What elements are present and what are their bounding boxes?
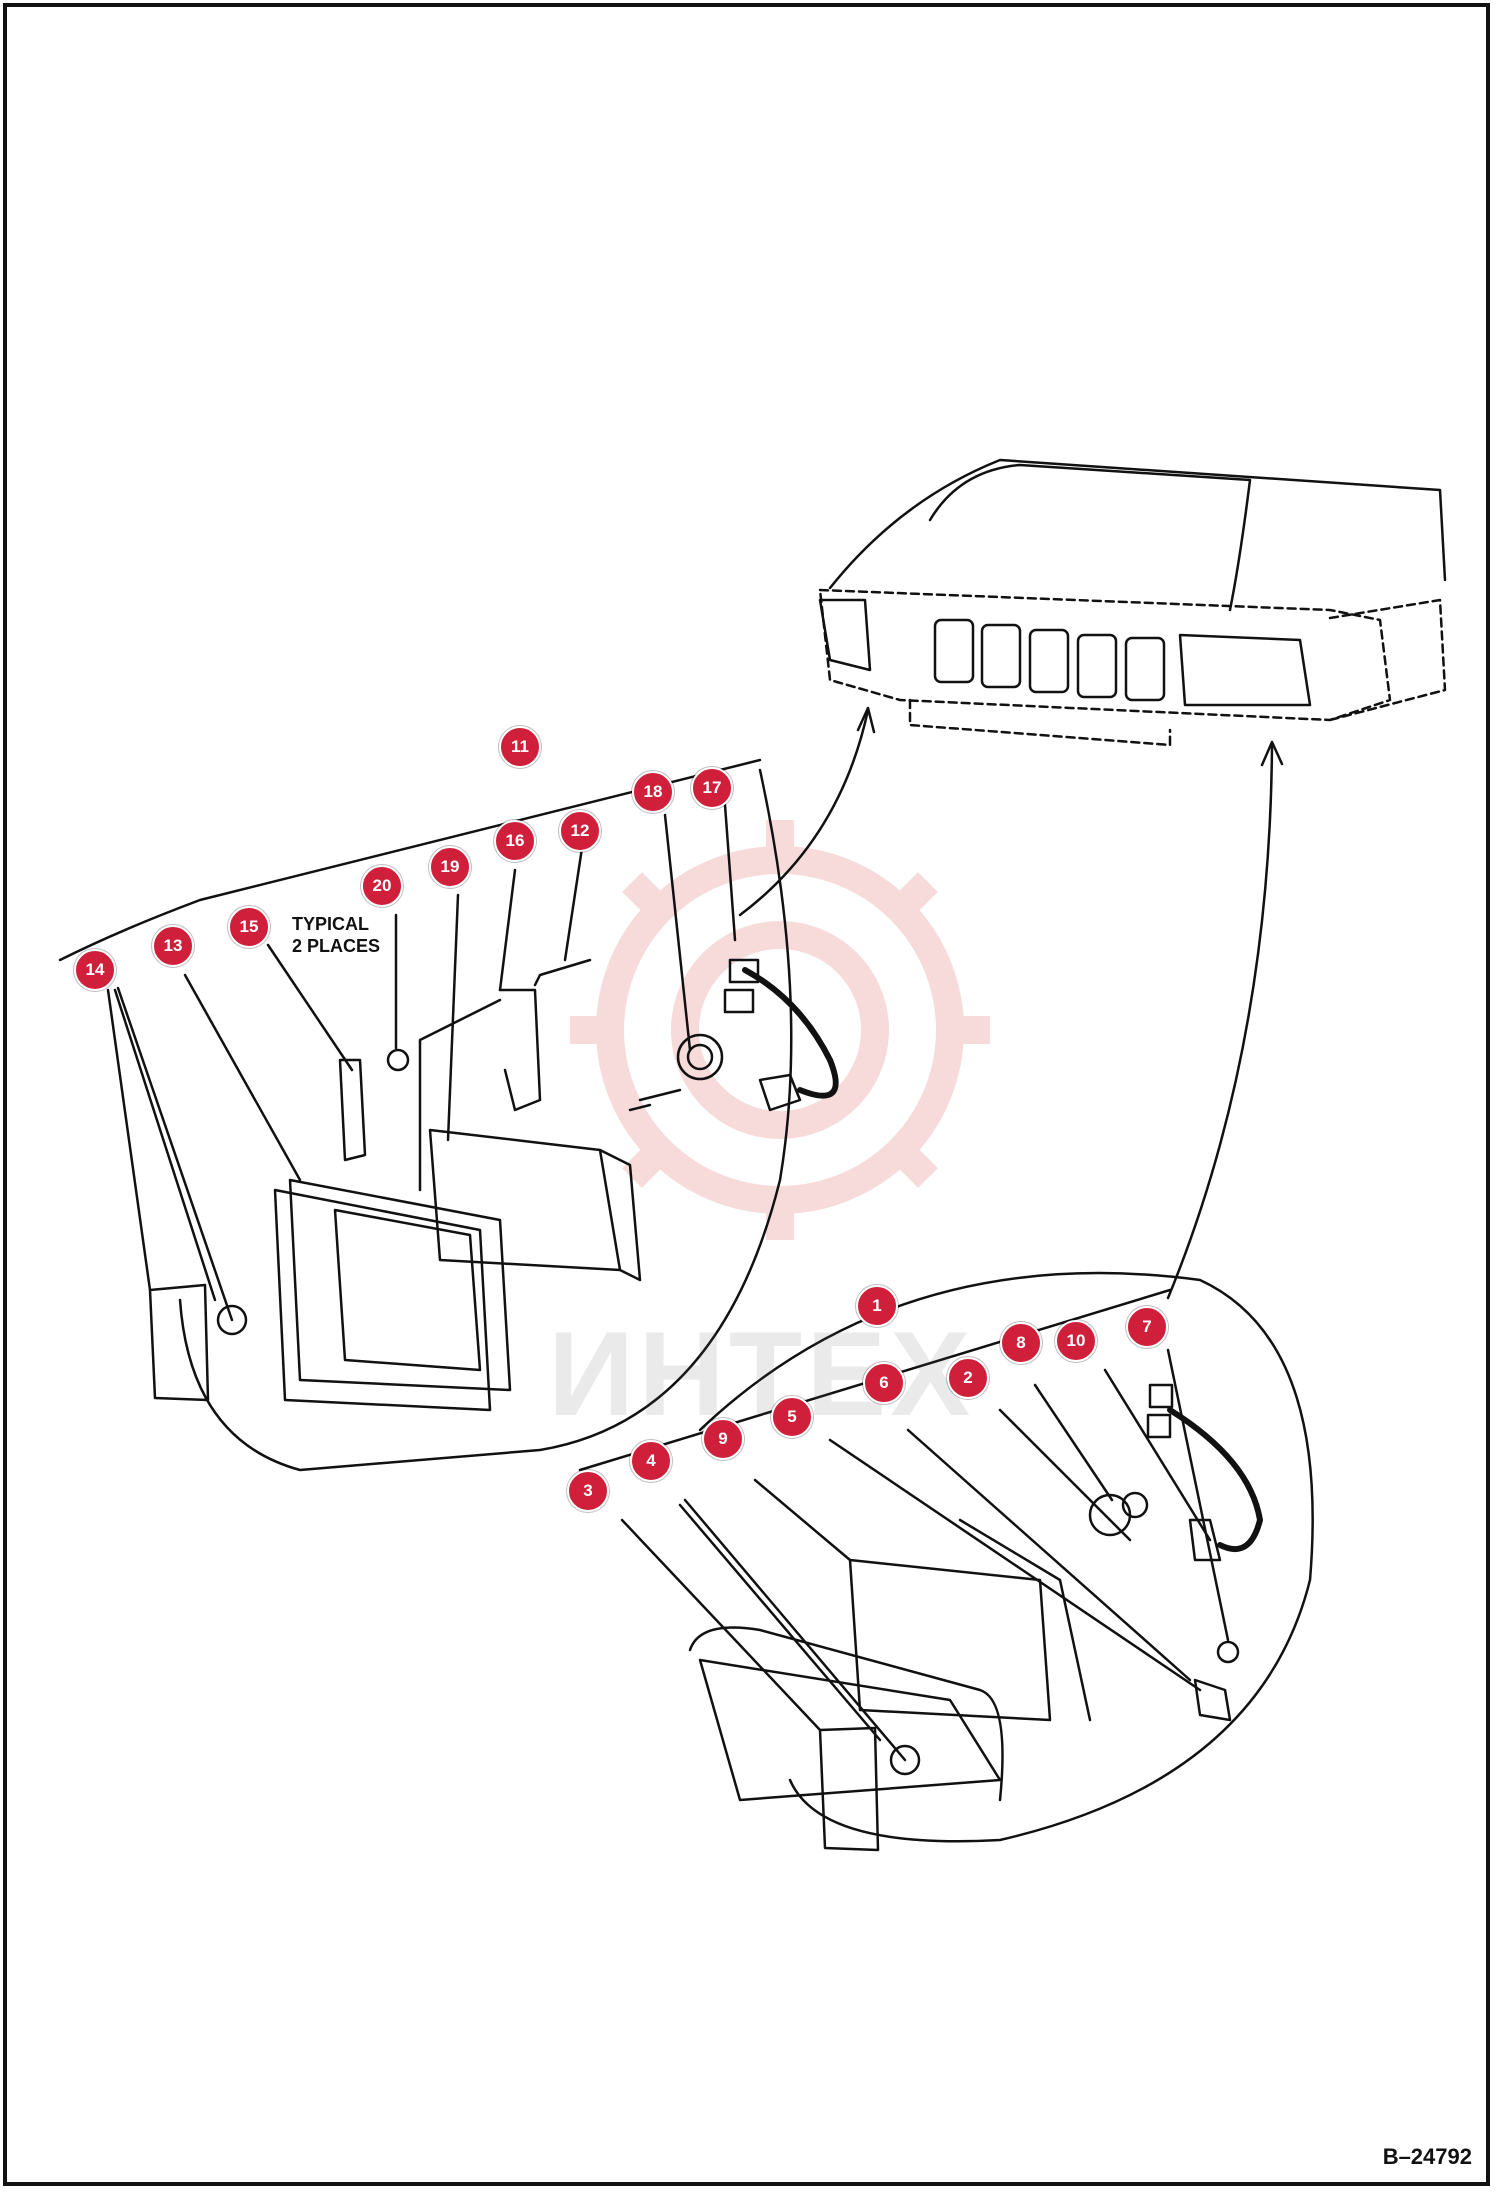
callout-18[interactable]: 18 <box>632 771 674 813</box>
pointer-arrows <box>738 706 1284 1300</box>
callout-11[interactable]: 11 <box>499 726 541 768</box>
callout-8[interactable]: 8 <box>1000 1322 1042 1364</box>
callout-7[interactable]: 7 <box>1126 1306 1168 1348</box>
callout-15[interactable]: 15 <box>228 906 270 948</box>
cab-outline <box>818 458 1447 747</box>
callout-20[interactable]: 20 <box>361 865 403 907</box>
callout-2[interactable]: 2 <box>947 1357 989 1399</box>
callout-10[interactable]: 10 <box>1055 1320 1097 1362</box>
typical-note-line2: 2 PLACES <box>292 936 381 956</box>
callout-9[interactable]: 9 <box>702 1418 744 1460</box>
callout-17[interactable]: 17 <box>691 767 733 809</box>
left-detail-view <box>58 758 839 1472</box>
typical-note-line1: TYPICAL <box>292 914 370 934</box>
page-border <box>3 3 1490 2186</box>
typical-note: TYPICAL 2 PLACES <box>292 913 380 957</box>
callout-1[interactable]: 1 <box>856 1285 898 1327</box>
watermark-text: ИНТЕХ <box>548 1307 975 1441</box>
callout-12[interactable]: 12 <box>559 810 601 852</box>
callout-4[interactable]: 4 <box>630 1440 672 1482</box>
callout-19[interactable]: 19 <box>429 846 471 888</box>
callout-14[interactable]: 14 <box>74 949 116 991</box>
callout-16[interactable]: 16 <box>494 820 536 862</box>
callout-13[interactable]: 13 <box>152 925 194 967</box>
callout-3[interactable]: 3 <box>567 1470 609 1512</box>
callout-6[interactable]: 6 <box>863 1362 905 1404</box>
document-number: B–24792 <box>1382 2144 1472 2169</box>
watermark-gear-logo <box>570 820 990 1240</box>
callout-5[interactable]: 5 <box>771 1396 813 1438</box>
